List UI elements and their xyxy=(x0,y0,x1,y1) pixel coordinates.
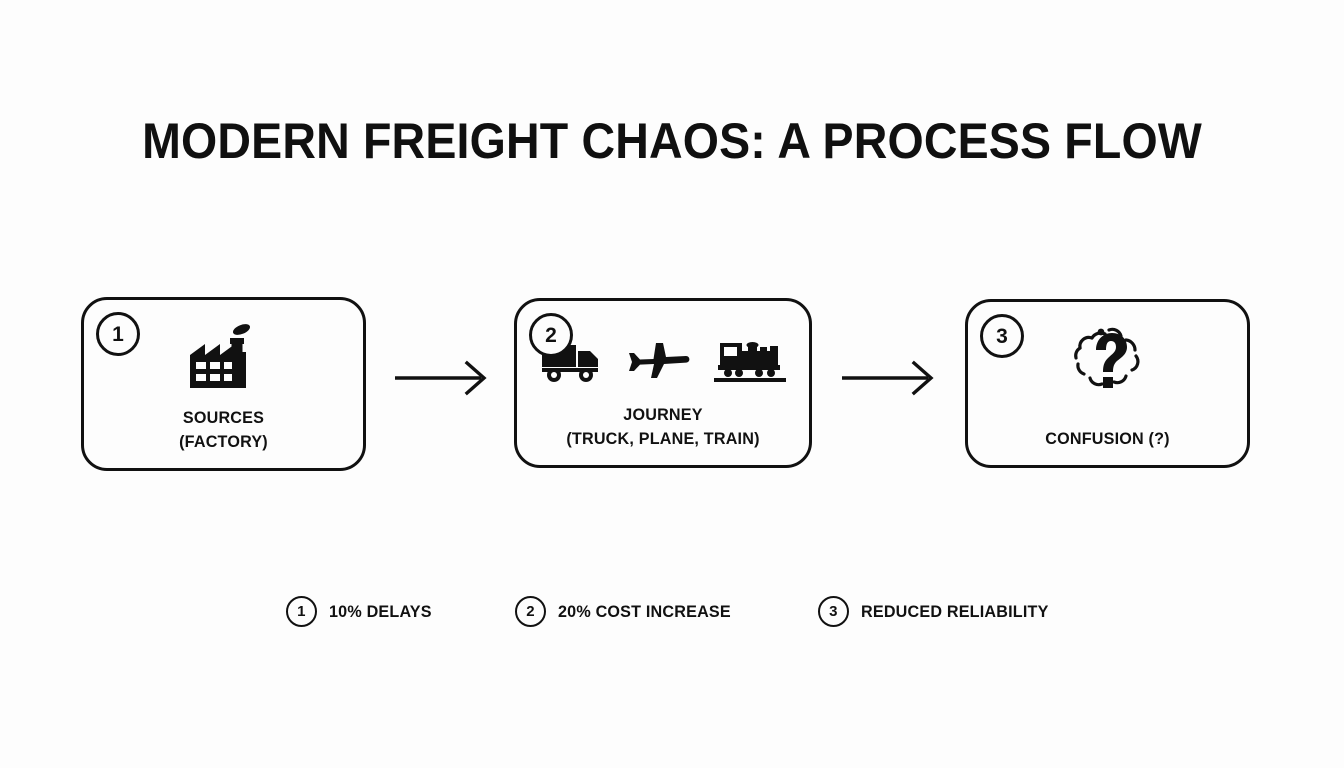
step-number-badge-3: 3 xyxy=(980,314,1024,358)
plane-icon xyxy=(626,337,692,385)
legend: 1 10% DELAYS 2 20% COST INCREASE 3 REDUC… xyxy=(0,596,1344,627)
flow-step-confusion[interactable]: 3 xyxy=(965,299,1250,468)
step-3-icon-group xyxy=(968,324,1247,396)
step-2-label: JOURNEY (TRUCK, PLANE, TRAIN) xyxy=(524,403,801,451)
step-number-badge-1: 1 xyxy=(96,312,140,356)
truck-icon xyxy=(540,337,604,385)
factory-icon xyxy=(184,322,264,394)
train-icon xyxy=(714,337,786,385)
arrow-2 xyxy=(840,355,944,401)
legend-item-reliability[interactable]: 3 REDUCED RELIABILITY xyxy=(817,596,1058,627)
step-3-label-line1: CONFUSION (?) xyxy=(1045,429,1170,448)
legend-badge-1: 1 xyxy=(285,596,317,627)
step-1-icon-group xyxy=(84,322,363,394)
legend-label-1: 10% DELAYS xyxy=(328,601,432,621)
step-1-label: SOURCES (FACTORY) xyxy=(91,406,356,454)
legend-badge-3: 3 xyxy=(817,596,849,627)
step-number-badge-2: 2 xyxy=(529,313,573,357)
step-2-label-line1: JOURNEY xyxy=(623,405,703,424)
arrow-1 xyxy=(393,355,497,401)
legend-label-2: 20% COST INCREASE xyxy=(557,601,731,621)
step-2-label-line2: (TRUCK, PLANE, TRAIN) xyxy=(566,429,760,448)
step-1-label-line1: SOURCES xyxy=(182,408,265,427)
legend-item-cost-increase[interactable]: 2 20% COST INCREASE xyxy=(514,596,740,627)
flow-step-journey[interactable]: 2 xyxy=(514,298,812,468)
confusion-question-cloud-icon xyxy=(1062,320,1154,400)
page-title: MODERN FREIGHT CHAOS: A PROCESS FLOW xyxy=(142,113,1202,169)
step-1-label-line2: (FACTORY) xyxy=(179,432,268,451)
step-3-label: CONFUSION (?) xyxy=(975,427,1240,451)
flow-step-sources[interactable]: 1 xyxy=(81,297,366,471)
step-2-icon-group xyxy=(517,325,809,397)
legend-item-delays[interactable]: 1 10% DELAYS xyxy=(285,596,437,627)
legend-badge-2: 2 xyxy=(514,596,546,627)
legend-label-3: REDUCED RELIABILITY xyxy=(860,601,1049,621)
